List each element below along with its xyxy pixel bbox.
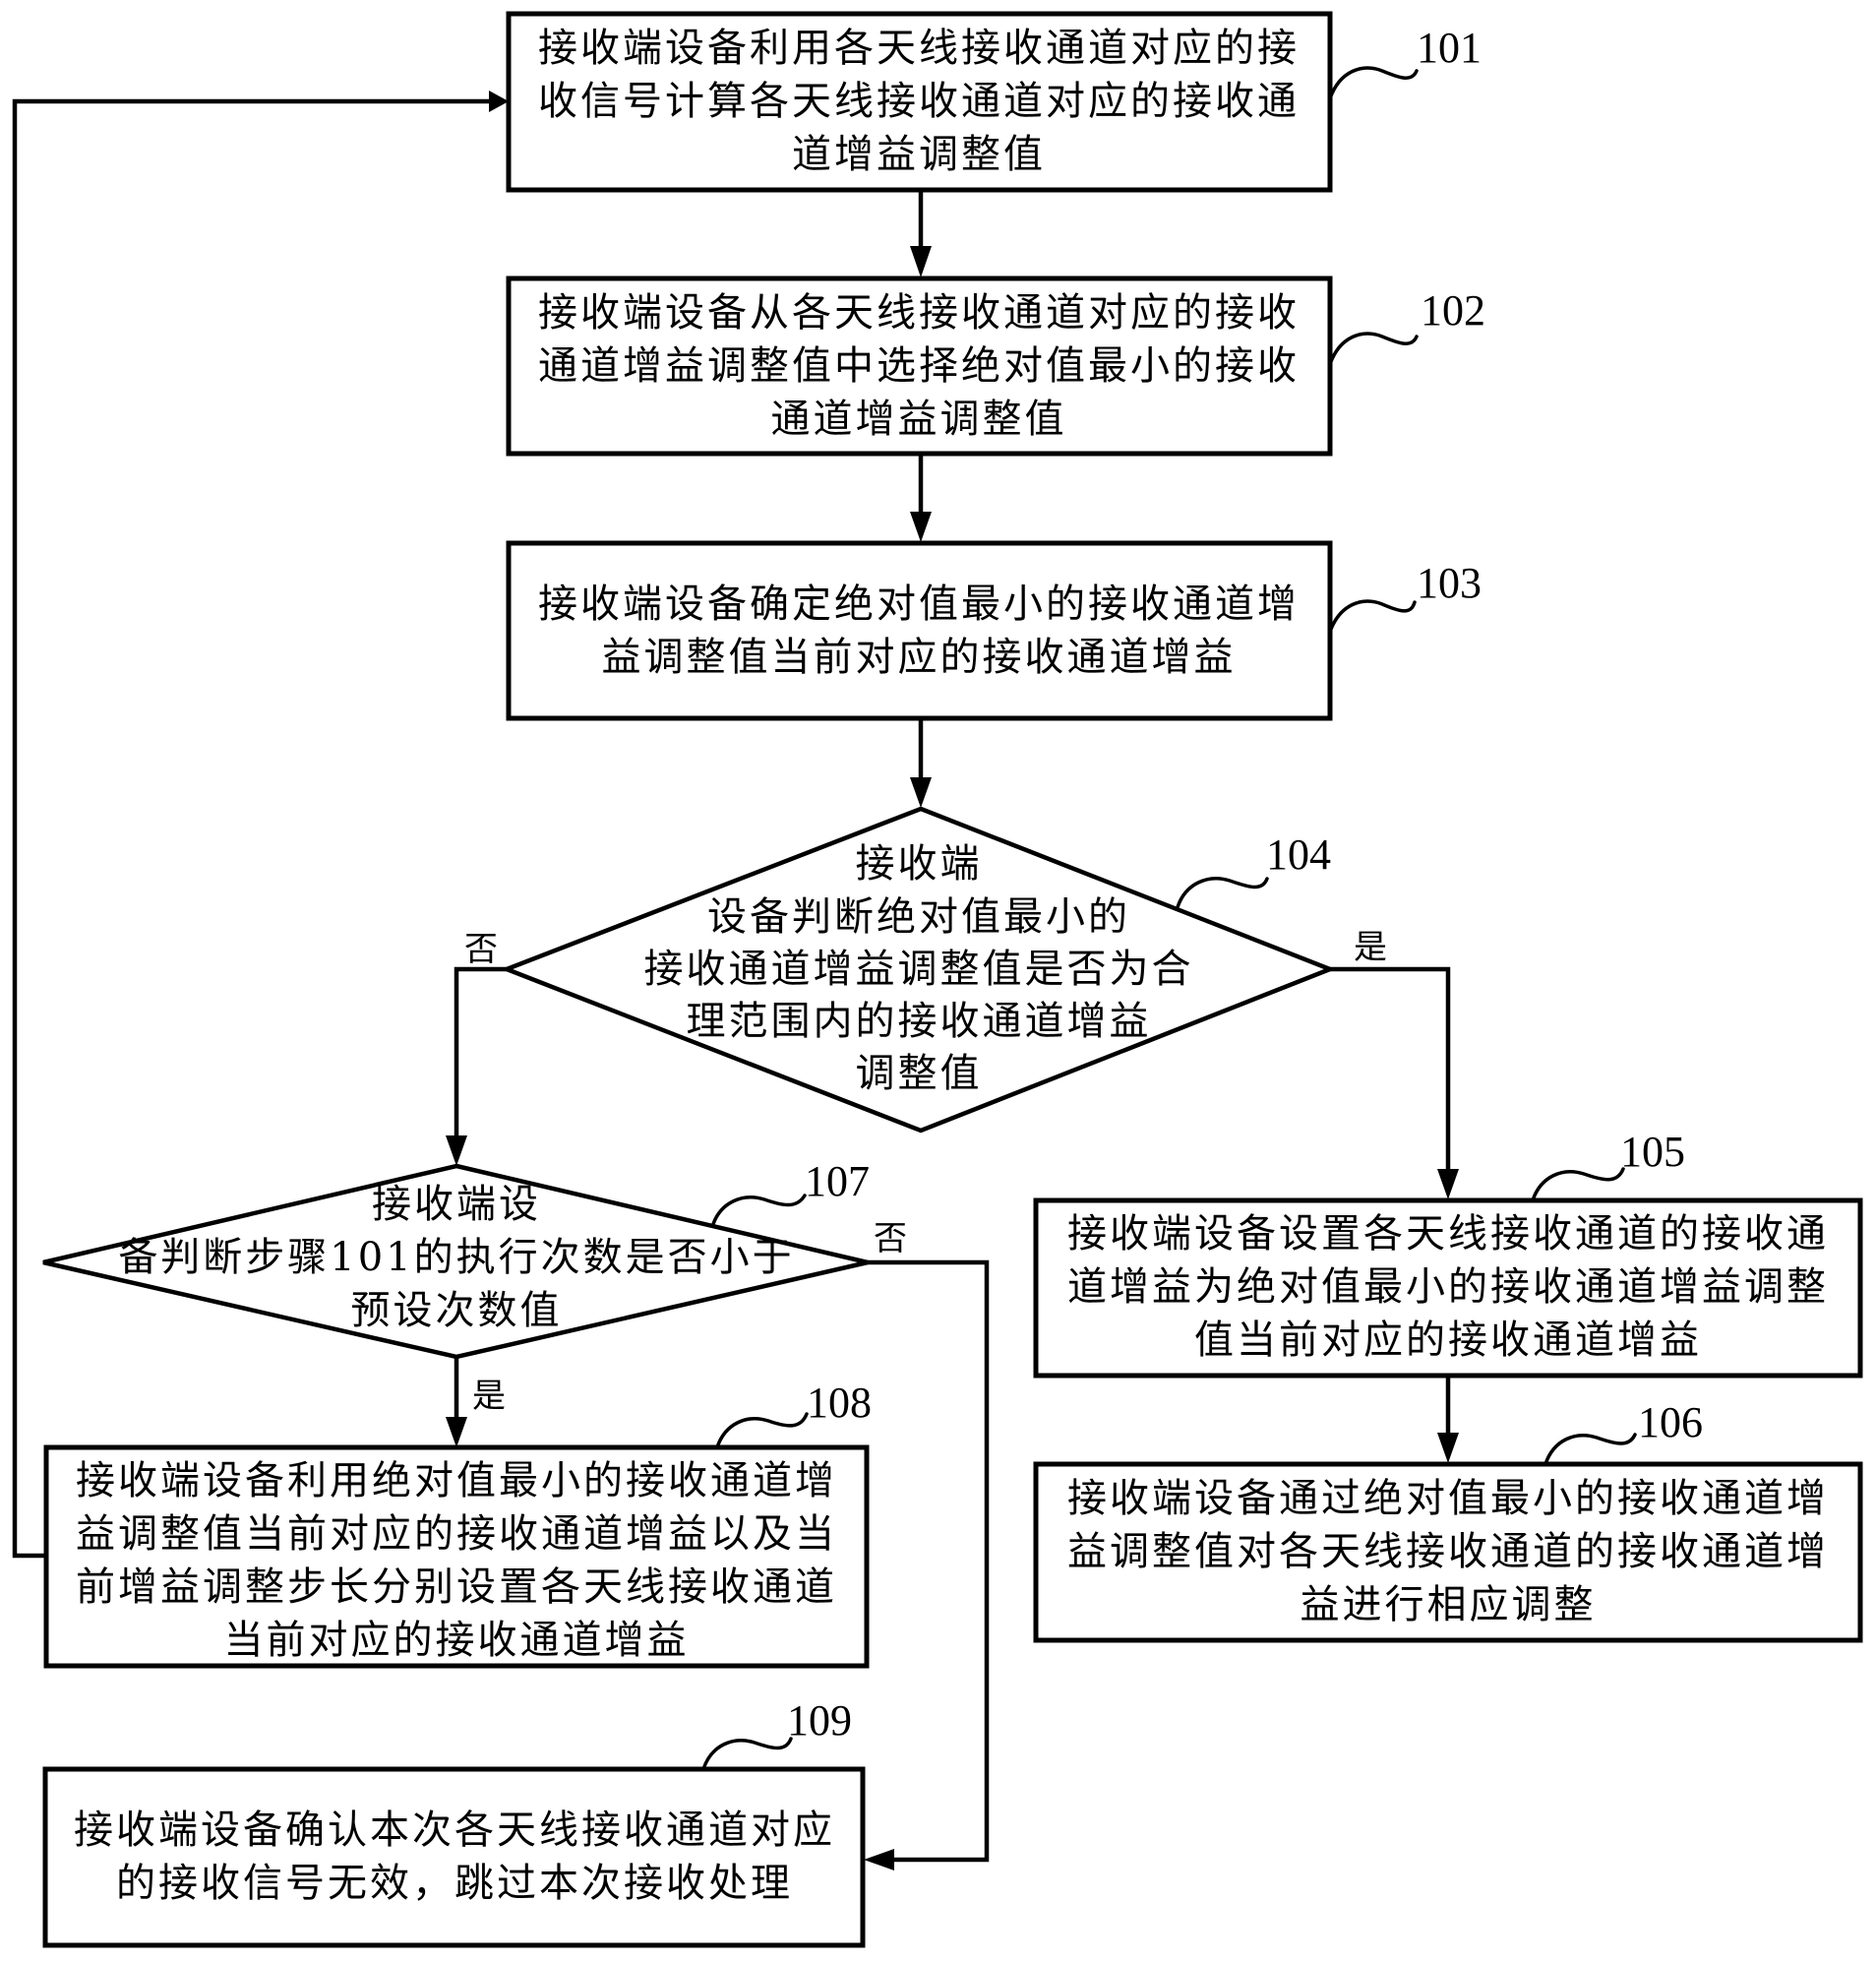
step-number-107: 107 — [805, 1157, 870, 1205]
edge-104-107 — [454, 966, 507, 1147]
decision-107-line: 备判断步骤101的执行次数是否小于 — [118, 1235, 794, 1280]
step-number-105: 105 — [1620, 1128, 1685, 1176]
leader-tilde-102 — [1328, 332, 1419, 366]
edge-108-101-loop — [12, 98, 489, 1559]
step-102-box — [506, 276, 1333, 457]
leader-tilde-106 — [1543, 1433, 1637, 1466]
step-108-box — [43, 1444, 870, 1669]
leader-tilde-105 — [1531, 1167, 1625, 1202]
step-number-103: 103 — [1417, 559, 1482, 607]
arrowhead-icon — [1437, 1433, 1459, 1463]
step-108-line: 前增益调整步长分别设置各天线接收通道 — [76, 1564, 837, 1610]
step-number-108: 108 — [807, 1379, 872, 1427]
step-106-line: 益调整值对各天线接收通道的接收通道增 — [1067, 1529, 1829, 1574]
step-105-line: 值当前对应的接收通道增益 — [1194, 1318, 1702, 1363]
leader-tilde-103 — [1328, 599, 1417, 634]
branch-label-104-no: 否 — [464, 930, 498, 969]
leader-tilde-107 — [711, 1194, 807, 1226]
step-number-109: 109 — [787, 1696, 852, 1745]
step-102: 接收端设备从各天线接收通道对应的接收 通道增益调整值中选择绝对值最小的接收 通道… — [506, 276, 1333, 457]
step-108-line: 接收端设备利用绝对值最小的接收通道增 — [76, 1458, 837, 1503]
step-101-line: 接收端设备利用各天线接收通道对应的接 — [538, 26, 1300, 71]
arrowhead-icon — [864, 1849, 894, 1870]
step-103-line: 接收端设备确定绝对值最小的接收通道增 — [538, 582, 1300, 627]
step-101-line: 道增益调整值 — [792, 132, 1046, 177]
step-number-101: 101 — [1417, 24, 1482, 72]
decision-107-line: 预设次数值 — [351, 1288, 563, 1333]
leader-tilde-104 — [1176, 877, 1269, 909]
step-106-box — [1033, 1461, 1863, 1643]
decision-107-diamond — [42, 1163, 869, 1360]
branch-label-107-yes: 是 — [472, 1377, 506, 1416]
arrowhead-icon — [910, 777, 932, 808]
step-108-line: 当前对应的接收通道增益 — [224, 1618, 690, 1663]
step-109: 接收端设备确认本次各天线接收通道对应 的接收信号无效，跳过本次接收处理 — [42, 1766, 866, 1948]
branch-label-107-no: 否 — [874, 1219, 907, 1258]
leader-tilde-101 — [1328, 66, 1419, 100]
edge-107-109 — [868, 1259, 990, 1863]
step-101: 接收端设备利用各天线接收通道对应的接 收信号计算各天线接收通道对应的接收通 道增… — [506, 11, 1333, 193]
edge-104-105 — [1330, 966, 1451, 1181]
step-109-box — [42, 1766, 866, 1948]
arrowhead-icon — [910, 512, 932, 542]
step-106-line: 接收端设备通过绝对值最小的接收通道增 — [1067, 1476, 1829, 1521]
arrowhead-icon — [446, 1417, 467, 1447]
leader-tilde-108 — [715, 1412, 809, 1449]
step-102-line: 接收端设备从各天线接收通道对应的接收 — [538, 290, 1300, 336]
step-105-box — [1033, 1197, 1863, 1379]
step-103: 接收端设备确定绝对值最小的接收通道增 益调整值当前对应的接收通道增益 — [506, 540, 1333, 721]
step-105-line: 接收端设备设置各天线接收通道的接收通 — [1067, 1211, 1829, 1257]
decision-104-diamond — [500, 806, 1337, 1134]
arrowhead-icon — [446, 1135, 467, 1166]
step-number-104: 104 — [1266, 830, 1331, 879]
step-103-box — [506, 540, 1333, 721]
decision-107-line: 接收端设 — [372, 1182, 541, 1227]
decision-107: 接收端设 备判断步骤101的执行次数是否小于 预设次数值 — [42, 1163, 869, 1360]
step-number-106: 106 — [1638, 1398, 1703, 1446]
decision-104-line: 调整值 — [856, 1051, 983, 1096]
step-105-line: 道增益为绝对值最小的接收通道增益调整 — [1067, 1264, 1829, 1310]
step-106: 接收端设备通过绝对值最小的接收通道增 益调整值对各天线接收通道的接收通道增 益进… — [1033, 1461, 1863, 1643]
arrowhead-icon — [489, 91, 509, 112]
step-103-line: 益调整值当前对应的接收通道增益 — [602, 635, 1237, 680]
step-105: 接收端设备设置各天线接收通道的接收通 道增益为绝对值最小的接收通道增益调整 值当… — [1033, 1197, 1863, 1379]
step-108-line: 益调整值当前对应的接收通道增益以及当 — [76, 1511, 837, 1557]
leader-tilde-109 — [701, 1737, 793, 1771]
step-101-box — [506, 11, 1333, 193]
step-108: 接收端设备利用绝对值最小的接收通道增 益调整值当前对应的接收通道增益以及当 前增… — [43, 1444, 870, 1669]
branch-label-104-yes: 是 — [1354, 928, 1387, 967]
step-101-line: 收信号计算各天线接收通道对应的接收通 — [538, 79, 1300, 124]
decision-104: 接收端 设备判断绝对值最小的 接收通道增益调整值是否为合 理范围内的接收通道增益… — [500, 806, 1337, 1134]
step-106-line: 益进行相应调整 — [1301, 1582, 1597, 1627]
arrowhead-icon — [910, 246, 932, 277]
step-102-line: 通道增益调整值中选择绝对值最小的接收 — [538, 343, 1300, 389]
step-number-102: 102 — [1421, 286, 1485, 335]
decision-104-line: 接收通道增益调整值是否为合 — [644, 947, 1194, 992]
step-109-line: 的接收信号无效，跳过本次接收处理 — [116, 1861, 793, 1906]
step-102-line: 通道增益调整值 — [771, 397, 1067, 442]
arrowhead-icon — [1437, 1169, 1459, 1199]
decision-104-line: 理范围内的接收通道增益 — [687, 999, 1152, 1044]
decision-104-line: 设备判断绝对值最小的 — [707, 894, 1130, 940]
step-109-line: 接收端设备确认本次各天线接收通道对应 — [74, 1808, 835, 1853]
decision-104-line: 接收端 — [856, 841, 983, 887]
